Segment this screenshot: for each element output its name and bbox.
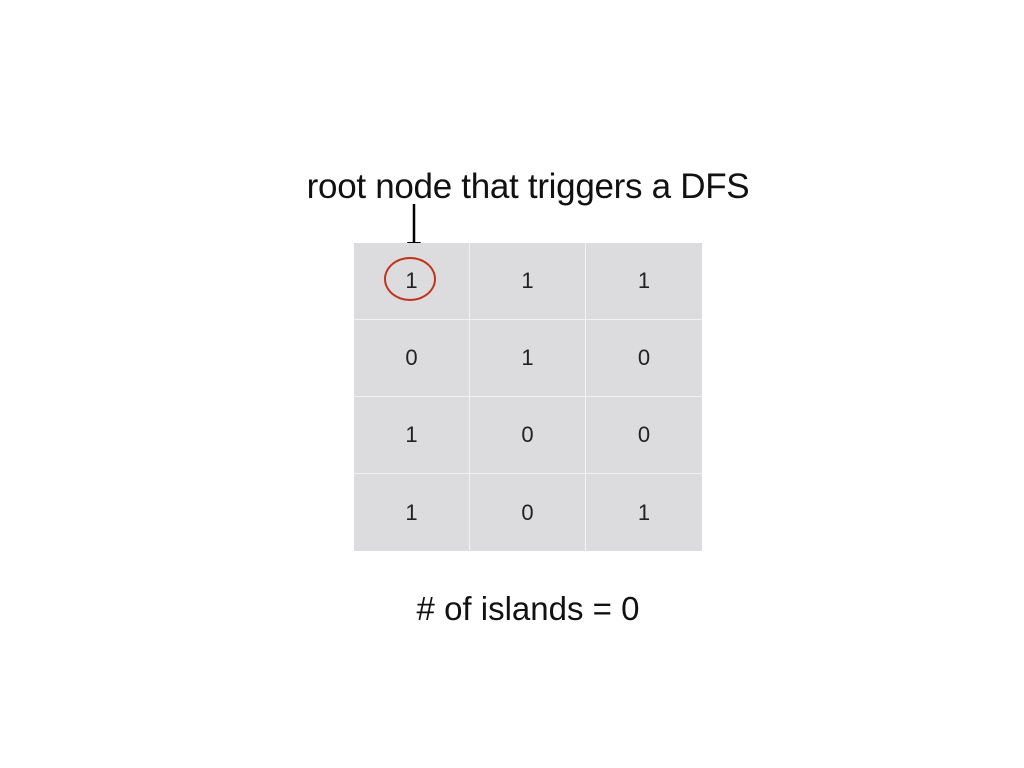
cell-value: 0	[521, 499, 534, 525]
grid-cell: 1	[354, 474, 470, 551]
grid-cell: 0	[354, 320, 470, 397]
grid-cell: 0	[586, 397, 702, 474]
cell-value: 1	[405, 499, 418, 525]
grid-cell: 1	[586, 474, 702, 551]
cell-value: 0	[637, 422, 651, 447]
cell-value: 0	[637, 345, 651, 370]
grid-cell: 0	[586, 320, 702, 397]
grid-cell: 1	[470, 243, 586, 320]
grid-cell: 1	[354, 397, 470, 474]
islands-count-label: # of islands = 0	[416, 590, 640, 627]
cell-value: 1	[521, 268, 534, 293]
grid-cell: 0	[470, 474, 586, 551]
island-grid: 1 1 1 0 1 0 1 0 0 1 0 1	[354, 243, 702, 551]
root-node-highlight-ring	[383, 257, 436, 301]
cell-value: 1	[405, 422, 418, 447]
cell-value: 1	[637, 499, 651, 525]
grid-cell: 1	[586, 243, 702, 320]
cell-value: 0	[405, 345, 418, 370]
root-node-caption: root node that triggers a DFS	[306, 167, 750, 206]
cell-value: 1	[521, 345, 534, 370]
grid-cell: 1	[354, 243, 470, 320]
grid-cell: 1	[470, 320, 586, 397]
cell-value: 0	[521, 422, 534, 447]
grid-cell: 0	[470, 397, 586, 474]
cell-value: 1	[637, 268, 651, 293]
